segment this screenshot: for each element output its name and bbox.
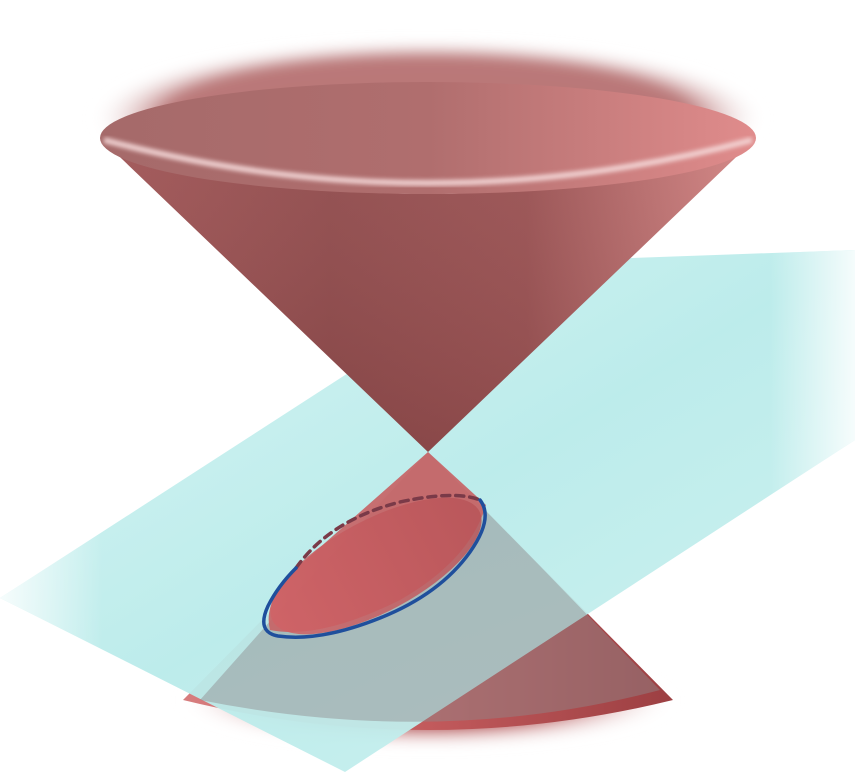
conic-section	[262, 452, 487, 639]
upper-cone-rim-highlight	[103, 137, 753, 186]
upper-cone-body-shade	[100, 138, 756, 452]
cone-through-plane	[200, 452, 660, 722]
ellipse-visible-arc	[262, 498, 487, 639]
upper-cone	[90, 40, 766, 452]
ellipse-hidden-arc	[294, 493, 482, 570]
upper-cone-opening	[100, 82, 756, 194]
ellipse-fill	[270, 497, 482, 635]
